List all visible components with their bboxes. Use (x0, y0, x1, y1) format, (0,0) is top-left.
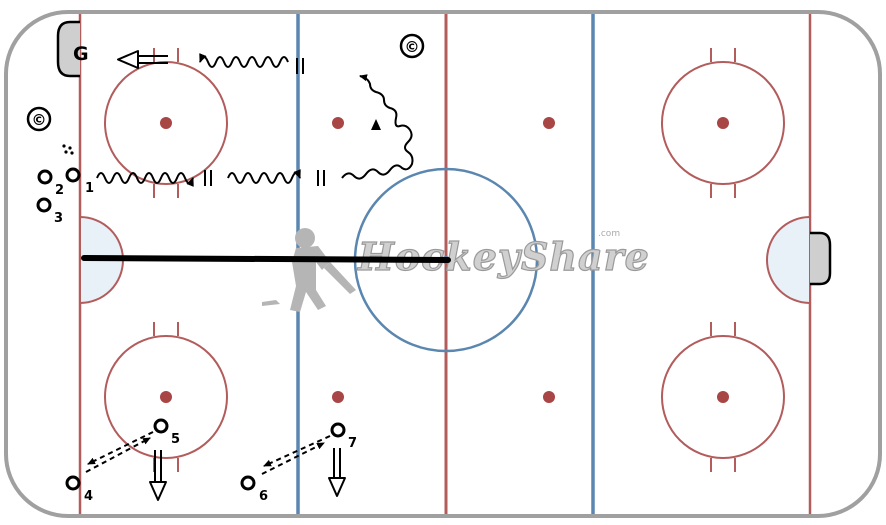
shot-arrow (117, 50, 168, 69)
pass-arrows-right (261, 435, 331, 475)
faceoff-dot (160, 391, 172, 403)
watermark: HockeyShare .com (262, 228, 650, 312)
player-number: 6 (259, 489, 268, 504)
faceoff-circle-left-bottom (104, 322, 228, 472)
player-2: 2 (37, 169, 64, 198)
neutral-zone-dot (543, 391, 555, 403)
goalie-label: G (73, 43, 89, 65)
right-goal-net (810, 231, 832, 286)
skate-path-1 (96, 172, 194, 187)
neutral-zone-dot (332, 117, 344, 129)
skate-path-2 (227, 169, 301, 184)
skate-down-arrow (328, 448, 346, 497)
player-4: 4 (65, 475, 93, 504)
player-1: 1 (65, 167, 94, 196)
faceoff-circle-right-bottom (661, 322, 785, 472)
faceoff-dot (717, 391, 729, 403)
player-number: 7 (348, 436, 357, 451)
faceoff-dot (160, 117, 172, 129)
faceoff-circle-right-top (661, 48, 785, 198)
player-number: 4 (84, 489, 93, 504)
barrier-line (81, 255, 451, 263)
hockey-player-icon (262, 228, 356, 312)
player-number: 1 (85, 181, 94, 196)
neutral-zone-dot (332, 391, 344, 403)
coach-marker-left: © (26, 106, 52, 132)
watermark-suffix: .com (598, 229, 620, 239)
player-number: 3 (54, 211, 63, 226)
coach-marker-right: © (399, 33, 425, 59)
coach-symbol: © (405, 38, 420, 56)
skate-down-arrow (149, 450, 167, 501)
player-7: 7 (330, 422, 357, 451)
watermark-text: HockeyShare (357, 234, 650, 279)
cone-icon (371, 119, 381, 130)
left-goal-net (56, 20, 80, 78)
skate-path-3 (199, 53, 289, 68)
faceoff-dot (717, 117, 729, 129)
right-goal-crease (766, 215, 811, 305)
player-3: 3 (36, 197, 63, 226)
neutral-zone-dot (543, 117, 555, 129)
player-number: 2 (55, 183, 64, 198)
puck-pile (62, 144, 74, 155)
skate-path-loop (341, 74, 414, 180)
coach-symbol: © (32, 111, 47, 129)
player-number: 5 (171, 432, 180, 447)
pass-arrows-left (85, 431, 154, 473)
player-5: 5 (153, 418, 180, 447)
player-6: 6 (240, 475, 268, 504)
